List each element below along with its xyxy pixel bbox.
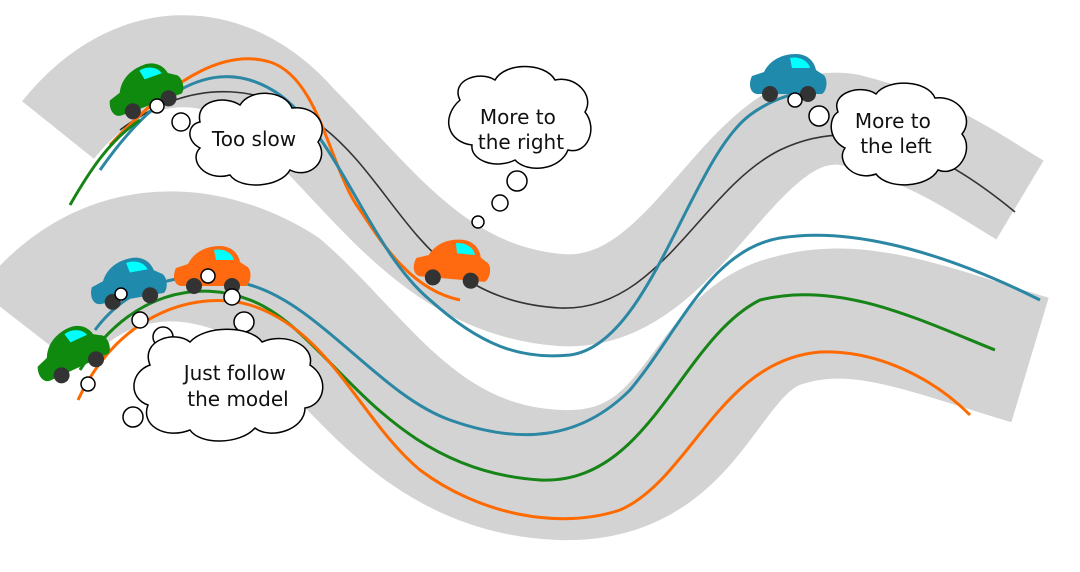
car-body	[750, 54, 827, 94]
thought-dot	[233, 311, 255, 333]
bubble-text-more-left: More to the left	[855, 109, 937, 158]
thought-bubble-too-slow: Too slow	[149, 92, 323, 186]
bubble-line: More to	[855, 109, 931, 133]
bubble-line: the right	[478, 130, 564, 154]
car-wheel	[186, 278, 202, 294]
thought-dot	[471, 215, 485, 229]
car-wheel	[88, 351, 105, 368]
bubble-text-follow-model: Just follow the model	[182, 361, 293, 411]
top-teal-line	[98, 75, 801, 358]
thought-dot	[80, 376, 96, 392]
bubble-text-more-right: More to the right	[478, 105, 564, 154]
car-wheel	[762, 86, 778, 102]
bubble-line: the model	[187, 387, 288, 411]
car-window	[126, 261, 148, 273]
car-window	[790, 57, 810, 68]
bubble-line: More to	[480, 105, 556, 129]
car-wheel	[800, 86, 816, 102]
thought-bubble-more-right: More to the right	[448, 65, 592, 229]
car-wheel	[462, 272, 479, 289]
car-window	[64, 330, 87, 343]
car-window	[455, 243, 475, 255]
thought-dot	[122, 406, 144, 428]
thought-dot	[223, 288, 241, 306]
car-green-bottom	[26, 315, 113, 384]
car-window	[139, 67, 162, 80]
thought-dot	[114, 287, 128, 301]
bubble-cloud	[830, 82, 968, 186]
thought-dot	[787, 92, 803, 108]
bubble-cloud	[189, 92, 323, 186]
thought-dot	[149, 98, 165, 114]
bubble-cloud	[448, 65, 592, 169]
thought-dot	[506, 170, 528, 192]
car-wheel	[53, 367, 70, 384]
car-wheel	[142, 287, 159, 304]
bubble-text-too-slow: Too slow	[211, 127, 296, 151]
top-green-line	[68, 118, 141, 206]
thought-bubble-follow-model: Just follow the model	[80, 268, 324, 442]
bubble-line: the left	[860, 134, 932, 158]
thought-bubble-more-left: More to the left	[787, 82, 968, 186]
thought-dot	[171, 112, 191, 132]
car-wheel	[124, 103, 141, 120]
thought-dot	[131, 311, 149, 329]
car-teal-bottom	[86, 252, 169, 310]
car-green-top	[100, 54, 186, 120]
car-wheel	[424, 269, 441, 286]
car-teal-top	[750, 54, 827, 102]
thought-dot	[491, 194, 509, 212]
bubble-cloud	[133, 328, 324, 442]
car-orange-top	[412, 235, 493, 289]
thought-dot	[808, 105, 830, 127]
bottom-green-line	[78, 289, 996, 482]
car-wheel	[160, 90, 177, 107]
thought-dot	[200, 268, 216, 284]
bubble-line: Just follow	[182, 361, 286, 385]
car-window	[214, 249, 234, 260]
